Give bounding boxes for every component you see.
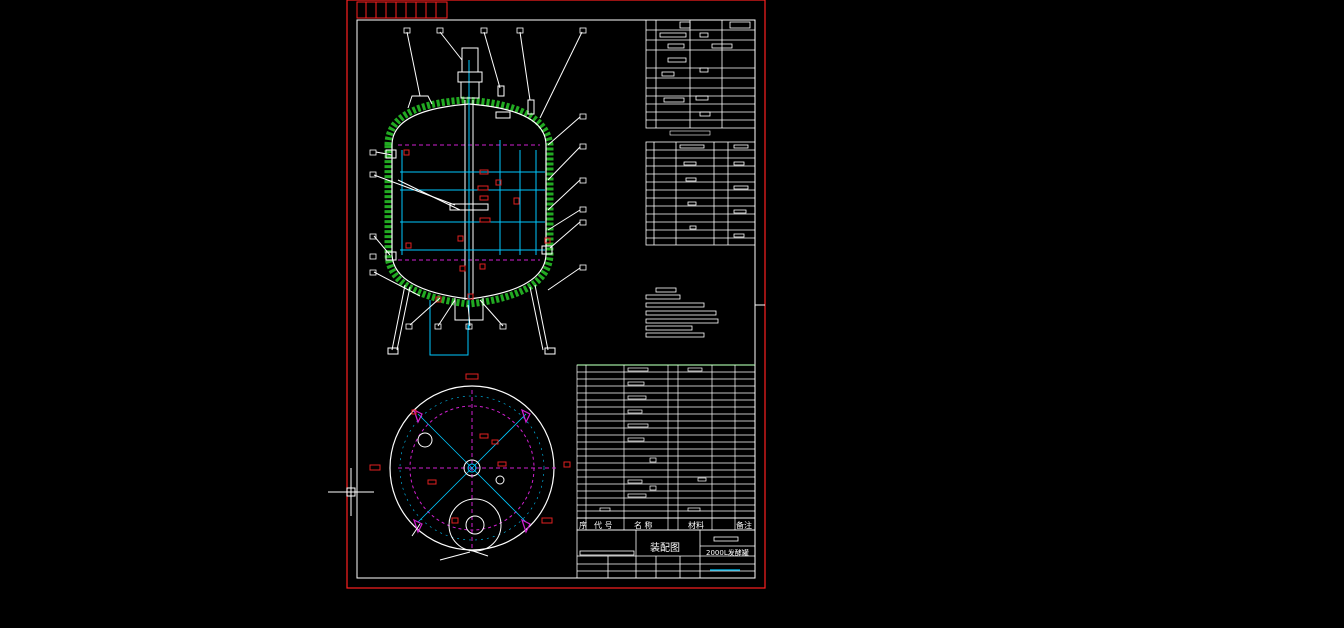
plan-tags xyxy=(369,373,571,524)
plan-manhole-center xyxy=(465,515,485,535)
part-tags xyxy=(403,149,551,303)
motor-flange xyxy=(457,71,483,83)
sheet-outer-frame xyxy=(346,0,766,589)
plan-nozzle-a xyxy=(417,432,433,448)
drawing-number: 2000L发酵罐 xyxy=(706,548,749,557)
cooling-coil xyxy=(397,140,545,255)
plan-leaders xyxy=(411,523,489,561)
technical-table-caption xyxy=(669,130,711,136)
sight-glass-nozzle xyxy=(495,111,511,119)
sheet-inner-frame xyxy=(356,19,756,579)
technical-requirements[interactable] xyxy=(645,287,719,338)
plan-shaft xyxy=(467,463,477,473)
impeller-blade xyxy=(449,203,489,211)
bom-header-material: 材料 xyxy=(688,520,704,530)
side-nozzle-lower xyxy=(385,251,397,261)
bill-of-materials[interactable] xyxy=(576,364,756,530)
bom-header-no: 序 xyxy=(579,520,587,530)
plan-coil-circle xyxy=(399,395,545,541)
tank-shell xyxy=(391,103,547,300)
tank-plan-view[interactable] xyxy=(328,373,571,561)
plan-lugs xyxy=(412,408,531,534)
agitator-motor xyxy=(461,47,479,73)
gearbox xyxy=(460,81,480,99)
plan-nozzle-b xyxy=(495,475,505,485)
plan-radial-lines xyxy=(417,413,527,523)
tank-elevation-view[interactable] xyxy=(369,27,587,356)
discharge-pipe xyxy=(429,300,469,356)
drawing-name: 装配图 xyxy=(650,541,680,554)
sample-nozzle xyxy=(497,85,505,97)
bom-header-remark: 备注 xyxy=(736,520,752,530)
insulation-jacket xyxy=(384,96,554,308)
leader-lines xyxy=(373,31,583,327)
title-block[interactable] xyxy=(576,529,756,579)
plan-shaft-hub xyxy=(463,459,481,477)
bom-header-name: 名 称 xyxy=(634,520,653,530)
crosshair-cursor-icon[interactable] xyxy=(328,468,374,516)
nozzle-table[interactable] xyxy=(645,141,756,246)
side-nozzle-right xyxy=(541,245,553,255)
bom-header-code: 代 号 xyxy=(594,520,613,530)
support-legs xyxy=(387,284,556,355)
bom-header: 序 代 号 名 称 材料 备注 xyxy=(576,517,756,531)
plan-manhole xyxy=(448,498,502,552)
vent-nozzle xyxy=(527,99,535,115)
balloon-labels xyxy=(369,27,587,330)
top-title-strip xyxy=(356,1,448,19)
technical-table[interactable] xyxy=(645,19,756,129)
